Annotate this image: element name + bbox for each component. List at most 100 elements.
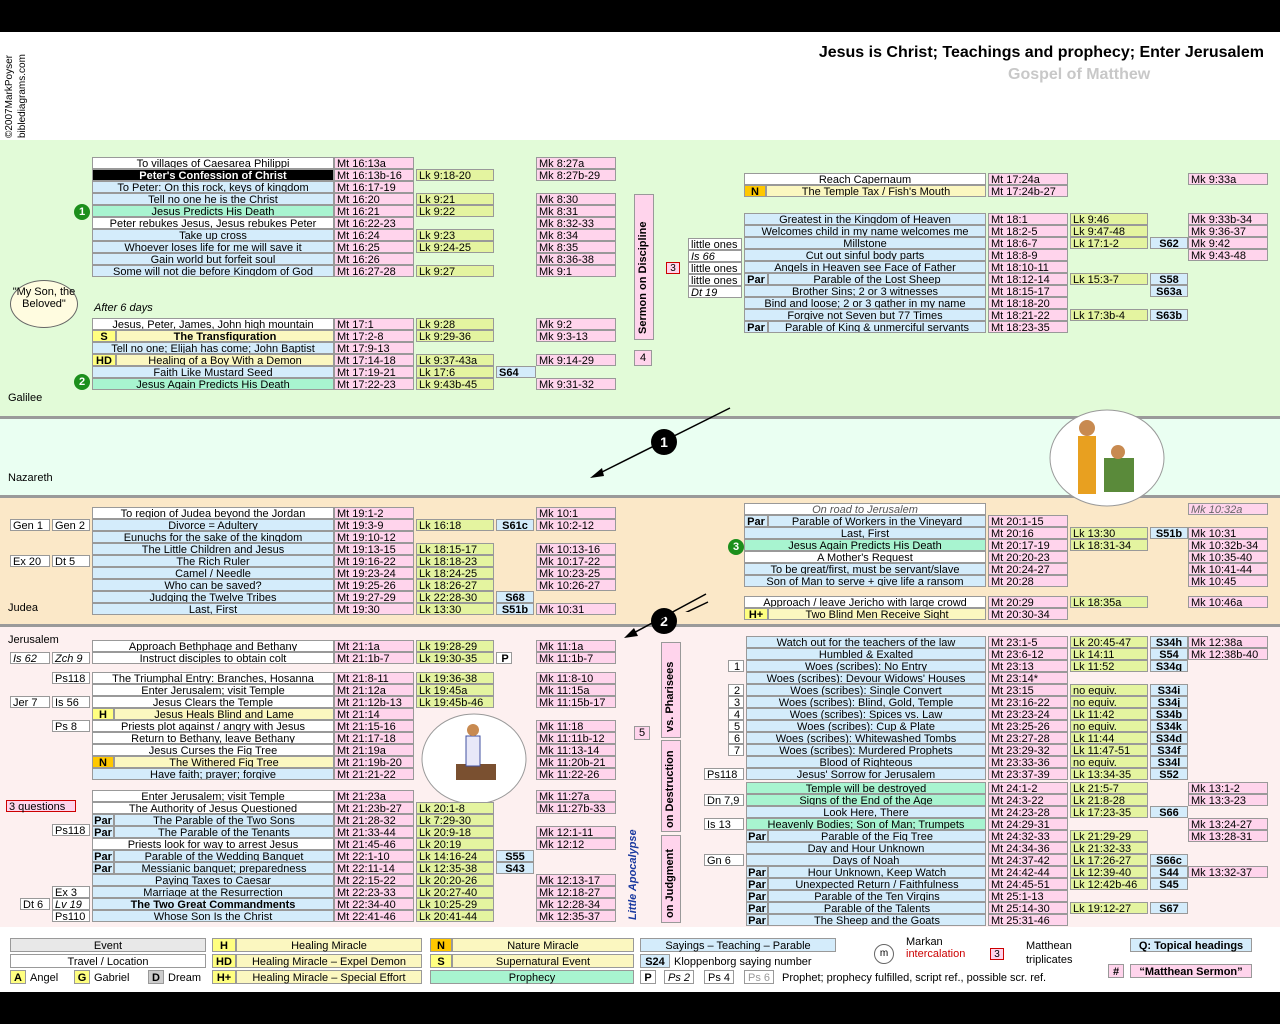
luke-ref: Lk 18:18-23 (416, 555, 494, 567)
legend-ps4: Ps 4 (704, 970, 734, 984)
event-cell: Watch out for the teachers of the law (746, 636, 986, 648)
luke-ref: Lk 18:24-25 (416, 567, 494, 579)
luke-ref: Lk 9:21 (416, 193, 494, 205)
legend-m-icon: m (874, 944, 894, 964)
mark-ref: Mk 9:14-29 (536, 354, 616, 366)
matthew-ref: Mt 19:23-24 (334, 567, 414, 579)
luke-ref: Lk 9:27 (416, 265, 494, 277)
site: biblediagrams.com (17, 54, 28, 138)
marker-3: 3 (728, 539, 744, 555)
scripture-ref: Ps118 (704, 768, 744, 781)
matthew-ref: Mt 21:23a (334, 790, 414, 802)
luke-ref: Lk 12:35-38 (416, 862, 494, 874)
event-cell: Jesus Clears the Temple (92, 696, 334, 708)
mark-ref: Mk 12:12 (536, 838, 616, 850)
event-cell: Parable of Workers in the Vineyard (768, 515, 986, 527)
matthew-ref: Mt 20:28 (988, 575, 1068, 587)
legend-hp: H+ (212, 970, 236, 984)
matthew-ref: Mt 18:6-7 (988, 237, 1068, 249)
matthew-ref: Mt 17:2-8 (334, 330, 414, 342)
mark-ref: Mk 10:32a (1188, 503, 1268, 515)
miracle-tag: H+ (744, 608, 768, 621)
event-cell: Cut out sinful body parts (744, 249, 986, 261)
par-tag: Par (744, 515, 768, 528)
matthew-ref: Mt 18:12-14 (988, 273, 1068, 285)
event-cell: Look Here, There (746, 806, 986, 818)
matthew-ref: Mt 23:27-28 (988, 732, 1068, 744)
mark-ref: Mk 11:11b-12 (536, 732, 616, 744)
legend-sayings: Sayings – Teaching – Parable (640, 938, 836, 952)
matthew-ref: Mt 24:32-33 (988, 830, 1068, 842)
event-cell: Peter rebukes Jesus, Jesus rebukes Peter (92, 217, 334, 229)
matthew-ref: Mt 23:23-24 (988, 708, 1068, 720)
event-cell: The Withered Fig Tree (114, 756, 334, 768)
rider-head (467, 724, 479, 736)
matthew-ref: Mt 21:45-46 (334, 838, 414, 850)
matthew-ref: Mt 19:13-15 (334, 543, 414, 555)
luke-ref: Lk 18:15-17 (416, 543, 494, 555)
saying-ref: S68 (496, 591, 534, 603)
scripture-ref: Is 13 (704, 818, 744, 831)
luke-ref: Lk 21:8-28 (1070, 794, 1148, 806)
healing-illustration (1049, 409, 1165, 507)
luke-ref: Lk 9:37-43a (416, 354, 494, 366)
figure-jesus (1078, 436, 1096, 494)
event-cell: Healing of a Boy With a Demon (116, 354, 334, 366)
scripture-ref: Is 62 (10, 652, 50, 665)
legend-three: 3 (990, 948, 1004, 960)
mark-ref: Mk 9:42 (1188, 237, 1268, 249)
matthew-ref: Mt 24:29-31 (988, 818, 1068, 830)
scripture-ref: Gen 1 (10, 519, 50, 532)
matthew-ref: Mt 23:37-39 (988, 768, 1068, 780)
event-cell: Greatest in the Kingdom of Heaven (744, 213, 986, 225)
mark-ref: Mk 8:30 (536, 193, 616, 205)
luke-ref: Lk 18:26-27 (416, 579, 494, 591)
legend-gabriel: Gabriel (94, 972, 130, 984)
mark-ref: Mk 8:36-38 (536, 253, 616, 265)
woe-number: 1 (728, 660, 744, 673)
vs-pharisees-box (661, 642, 681, 738)
matthew-ref: Mt 21:1b-7 (334, 652, 414, 664)
matthew-ref: Mt 21:21-22 (334, 768, 414, 780)
event-cell: Woes (scribes): Blind, Gold, Temple (746, 696, 986, 708)
jer-tag: N (92, 756, 114, 769)
event-cell: Parable of the Fig Tree (768, 830, 986, 842)
vs-pharisees-label: vs. Pharisees (664, 661, 676, 732)
event-cell: Last, First (92, 603, 334, 615)
event-cell: Millstone (744, 237, 986, 249)
luke-ref: Lk 21:32-33 (1070, 842, 1148, 854)
scripture-ref: Dt 5 (52, 555, 90, 568)
event-cell: Some will not die before Kingdom of God (92, 265, 334, 277)
matthew-ref: Mt 16:27-28 (334, 265, 414, 277)
mark-ref: Mk 13:24-27 (1188, 818, 1268, 830)
event-cell: Paying Taxes to Caesar (92, 874, 334, 886)
luke-ref: Lk 18:35a (1070, 596, 1148, 608)
saying-ref: S34j (1150, 696, 1188, 708)
matthew-ref: Mt 23:15 (988, 684, 1068, 696)
event-cell: Divorce = Adultery (92, 519, 334, 531)
event-cell: Priests look for way to arrest Jesus (92, 838, 334, 850)
sermon-number: 4 (634, 350, 652, 366)
prophet-tag: P (496, 652, 512, 665)
matthew-ref: Mt 21:33-44 (334, 826, 414, 838)
event-cell: Have faith; prayer; forgive (92, 768, 334, 780)
legend-a: A (10, 970, 26, 984)
miracle-tag: HD (92, 354, 116, 367)
figure-head (1079, 420, 1095, 436)
saying-ref: S63a (1150, 285, 1188, 297)
matthew-ref: Mt 21:8-11 (334, 672, 414, 684)
scripture-ref: Is 56 (52, 696, 90, 709)
scripture-ref: 3 questions (6, 800, 76, 813)
legend-prophet: Prophet; prophecy fulfilled, script ref.… (782, 972, 1047, 984)
event-cell: Woes (scribes): Single Convert (746, 684, 986, 696)
matthew-ref: Mt 17:9-13 (334, 342, 414, 354)
matthew-ref: Mt 16:17-19 (334, 181, 414, 193)
mark-ref: Mk 13:1-2 (1188, 782, 1268, 794)
luke-ref: Lk 14:11 (1070, 648, 1148, 660)
event-cell: Woes (scribes): Murdered Prophets (746, 744, 986, 756)
event-cell: The Two Great Commandments (92, 898, 334, 910)
scripture-ref: Gn 6 (704, 854, 744, 867)
saying-ref: S44 (1150, 866, 1188, 878)
event-cell: Priests plot against / angry with Jesus (92, 720, 334, 732)
legend-s24: S24 (640, 954, 670, 968)
